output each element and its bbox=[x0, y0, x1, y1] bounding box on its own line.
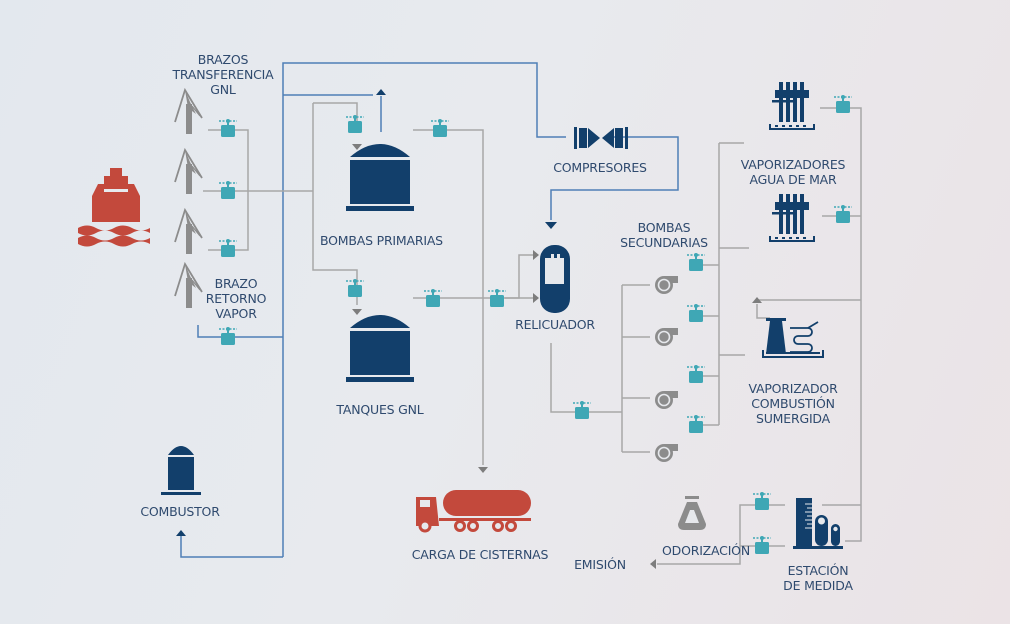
loading-arm-icon bbox=[174, 149, 203, 195]
label-line: AGUA DE MAR bbox=[749, 172, 837, 187]
valve-icon[interactable] bbox=[572, 400, 592, 420]
arrow-down-relicuador bbox=[545, 222, 557, 229]
valve-icon[interactable] bbox=[430, 118, 450, 138]
label-line: BOMBAS bbox=[637, 220, 691, 235]
arrow-right-relicuador-bottom bbox=[533, 293, 539, 303]
loading-arm-icon bbox=[174, 209, 203, 255]
valve-icon[interactable] bbox=[218, 118, 238, 138]
bombas-primarias-tank-icon bbox=[346, 144, 414, 211]
arrow-left-emision bbox=[650, 559, 656, 569]
submerged-combustion-vaporizer-icon bbox=[762, 318, 824, 358]
label-line: TRANSFERENCIA bbox=[172, 67, 274, 82]
label-emision: EMISIÓN bbox=[574, 557, 626, 572]
label-vaporizador-combustion: VAPORIZADOR COMBUSTIÓN SUMERGIDA bbox=[738, 381, 848, 426]
label-bombas-secundarias: BOMBAS SECUNDARIAS bbox=[614, 220, 714, 250]
ship-icon bbox=[78, 168, 150, 247]
vapor-line-compressor bbox=[282, 62, 566, 557]
label-line: SUMERGIDA bbox=[756, 411, 830, 426]
label-carga-cisternas: CARGA DE CISTERNAS bbox=[411, 547, 549, 562]
arrow-up-vent bbox=[376, 89, 386, 95]
label-line: RETORNO bbox=[205, 291, 267, 306]
label-line: VAPOR bbox=[215, 306, 257, 321]
label-odorizacion: ODORIZACIÓN bbox=[662, 543, 750, 558]
label-combustor: COMBUSTOR bbox=[140, 504, 220, 519]
valve-icon[interactable] bbox=[752, 535, 772, 555]
recondenser-icon bbox=[540, 245, 570, 313]
label-line: VAPORIZADOR bbox=[748, 381, 838, 396]
label-line: ESTACIÓN bbox=[787, 563, 849, 578]
tanker-truck-icon bbox=[416, 490, 531, 533]
pump-icon bbox=[654, 275, 679, 295]
metering-station-icon bbox=[793, 498, 843, 549]
label-vaporizadores-agua-mar: VAPORIZADORES AGUA DE MAR bbox=[733, 157, 853, 187]
valve-icon[interactable] bbox=[833, 204, 853, 224]
valve-icon[interactable] bbox=[686, 414, 706, 434]
loading-arm-icon bbox=[174, 263, 203, 309]
label-brazos-transferencia: BRAZOS TRANSFERENCIA GNL bbox=[160, 52, 286, 97]
valve-icon[interactable] bbox=[686, 252, 706, 272]
arrow-down-bombas bbox=[352, 144, 362, 150]
label-compresores: COMPRESORES bbox=[553, 160, 647, 175]
valve-icon[interactable] bbox=[752, 491, 772, 511]
arrow-up-scv bbox=[752, 297, 762, 303]
valve-icon[interactable] bbox=[686, 303, 706, 323]
arrow-right-relicuador-top bbox=[533, 250, 539, 260]
vapor-line-return-arm bbox=[197, 325, 283, 338]
label-line: BRAZO bbox=[214, 276, 258, 291]
label-line: VAPORIZADORES bbox=[740, 157, 846, 172]
label-line: SECUNDARIAS bbox=[620, 235, 708, 250]
label-tanques-gnl: TANQUES GNL bbox=[336, 402, 424, 417]
valve-icon[interactable] bbox=[218, 326, 238, 346]
valve-icon[interactable] bbox=[423, 288, 443, 308]
vapor-line-compressor-out bbox=[550, 136, 679, 220]
arrow-down-cisternas bbox=[478, 467, 488, 473]
label-bombas-primarias: BOMBAS PRIMARIAS bbox=[320, 233, 443, 248]
arrow-down-tanques bbox=[352, 309, 362, 315]
label-line: DE MEDIDA bbox=[783, 578, 853, 593]
combustor-icon bbox=[161, 446, 201, 495]
valve-icon[interactable] bbox=[218, 238, 238, 258]
pump-icon bbox=[654, 443, 679, 463]
compressor-icon bbox=[574, 127, 628, 149]
label-line: GNL bbox=[210, 82, 236, 97]
pump-icon bbox=[654, 327, 679, 347]
vaporizer-icon bbox=[769, 193, 815, 242]
valve-icon[interactable] bbox=[487, 288, 507, 308]
arrow-up-combustor bbox=[176, 530, 186, 536]
label-estacion-medida: ESTACIÓN DE MEDIDA bbox=[768, 563, 868, 593]
label-line: COMBUSTIÓN bbox=[751, 396, 835, 411]
valve-icon[interactable] bbox=[833, 94, 853, 114]
pump-icon bbox=[654, 390, 679, 410]
vapor-line-combustor bbox=[180, 536, 283, 558]
valve-icon[interactable] bbox=[686, 364, 706, 384]
valve-icon[interactable] bbox=[345, 114, 365, 134]
valve-icon[interactable] bbox=[345, 278, 365, 298]
valve-icon[interactable] bbox=[218, 180, 238, 200]
label-relicuador: RELICUADOR bbox=[515, 317, 595, 332]
vapor-lines bbox=[180, 62, 679, 558]
label-brazo-retorno: BRAZO RETORNO VAPOR bbox=[200, 276, 272, 321]
label-line: BRAZOS bbox=[197, 52, 249, 67]
tanques-gnl-tank-icon bbox=[346, 315, 414, 382]
vaporizer-icon bbox=[769, 81, 815, 130]
odorizer-icon bbox=[678, 496, 706, 530]
